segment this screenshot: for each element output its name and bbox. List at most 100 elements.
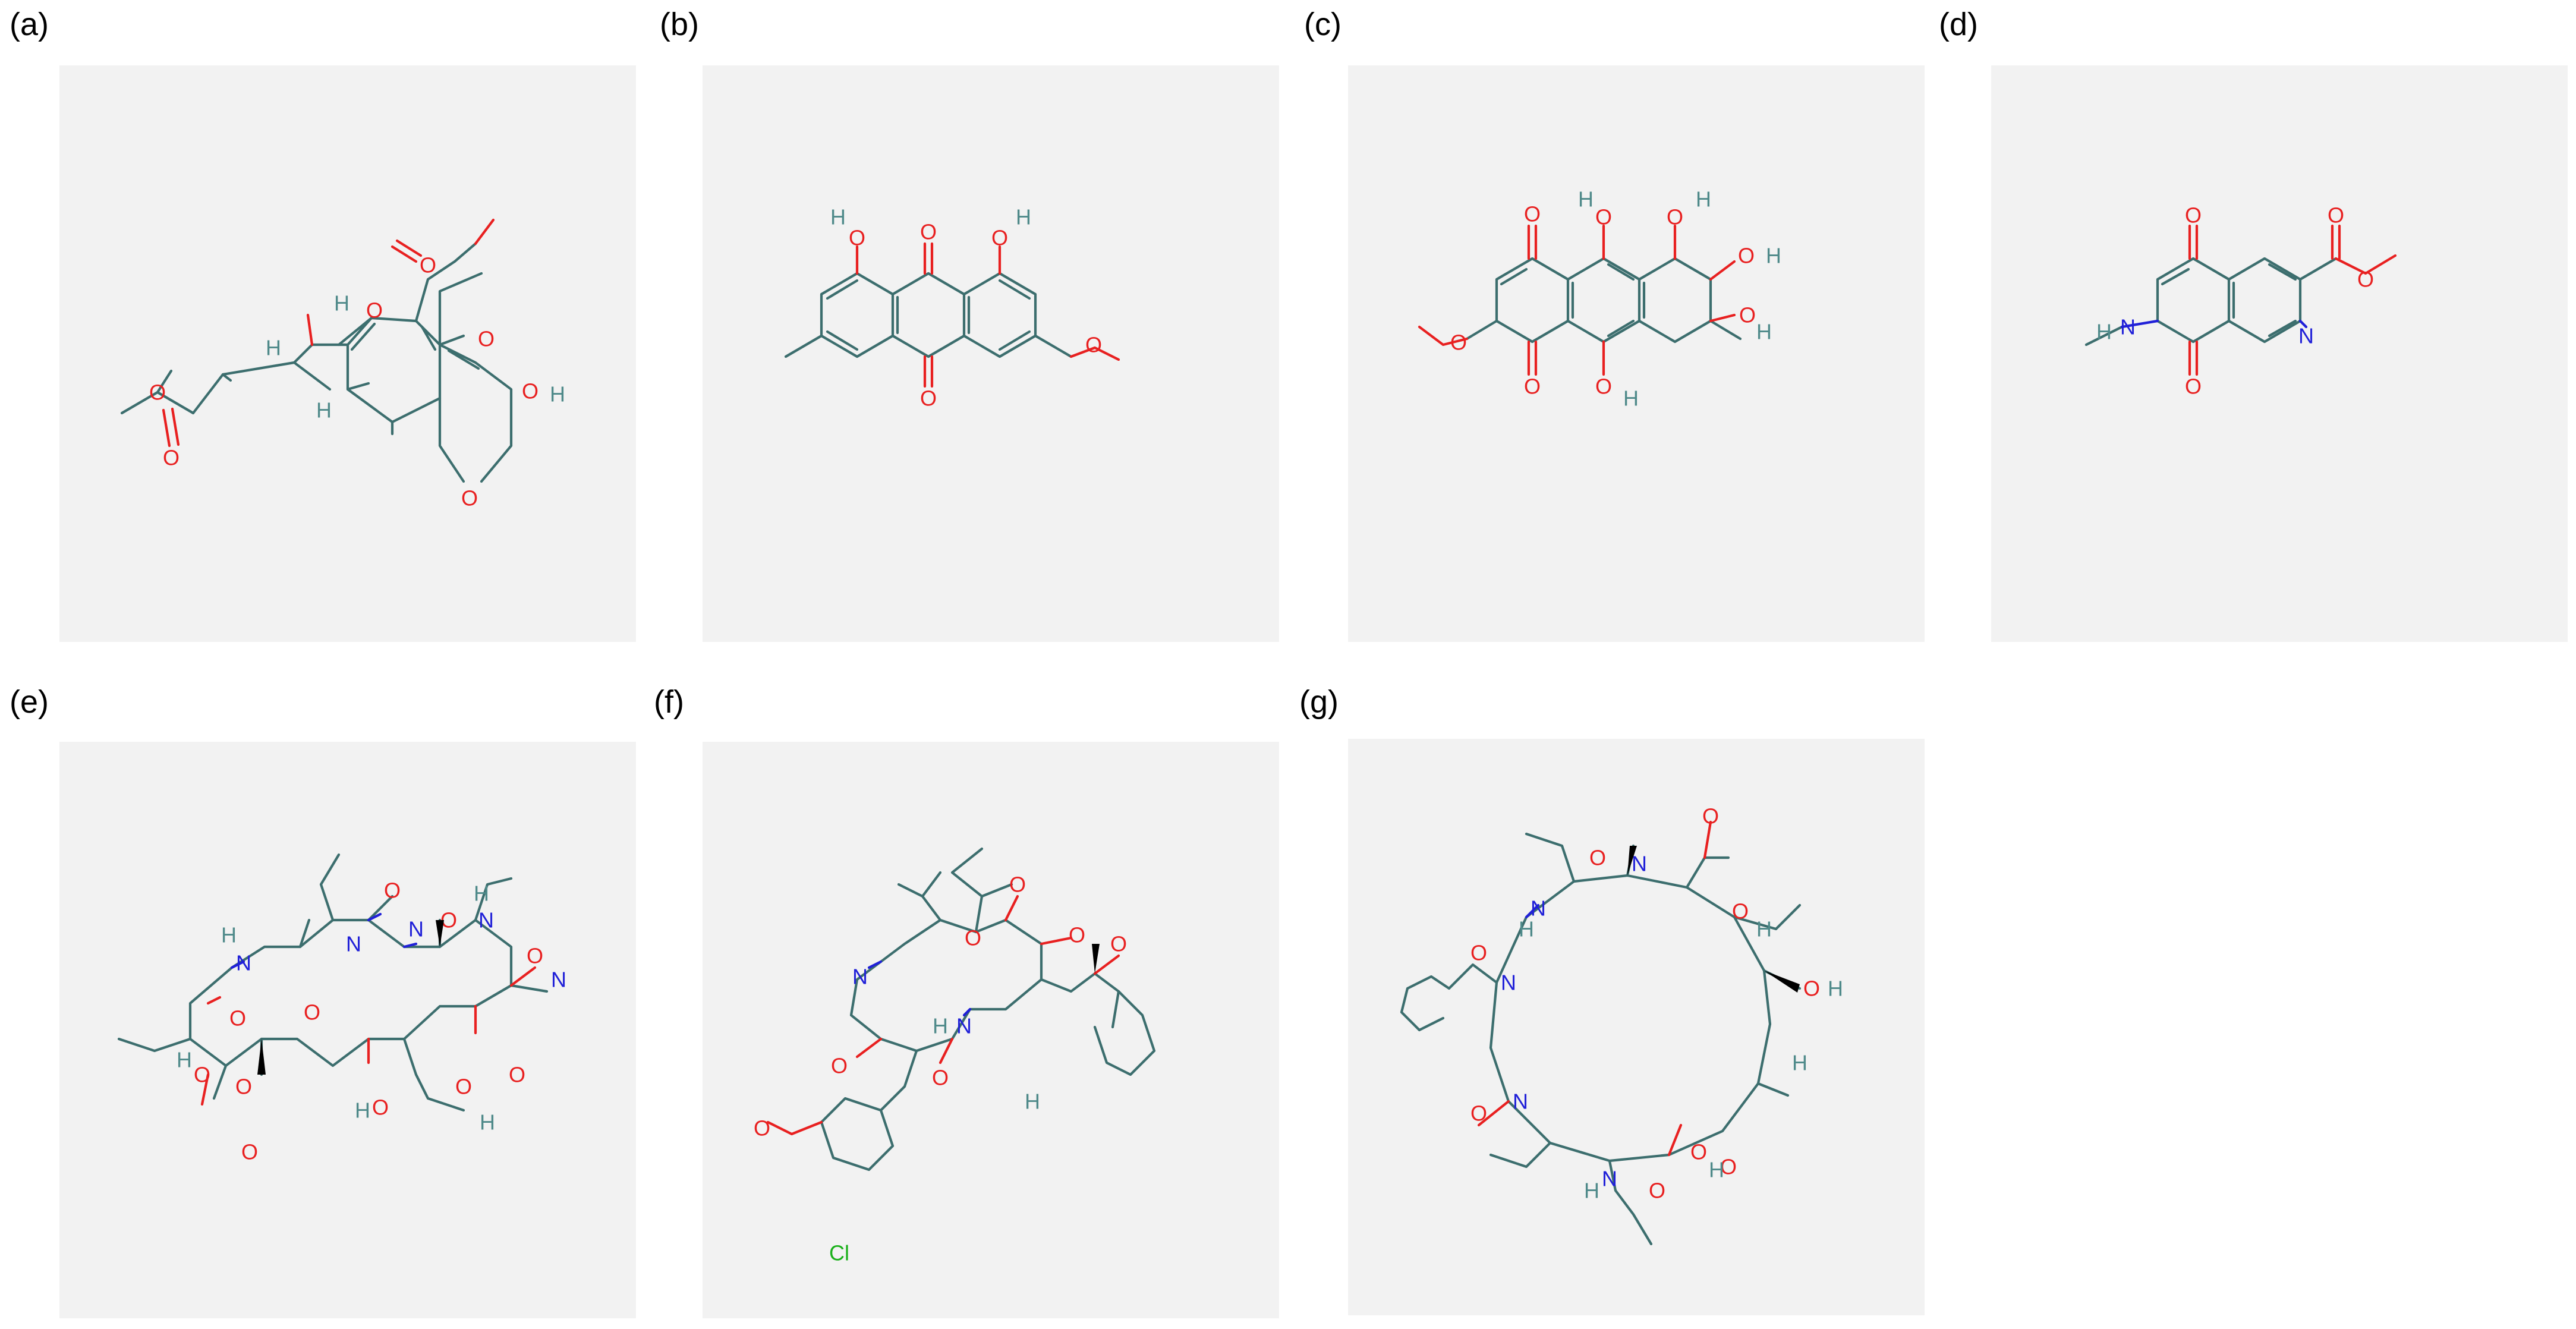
atom-oxygen: O xyxy=(1649,1179,1665,1203)
atom-hydrogen: H xyxy=(221,923,237,947)
atom-oxygen: O xyxy=(2185,374,2202,399)
stereo-wedge xyxy=(1092,944,1100,974)
panel-label-b: (b) xyxy=(660,7,699,42)
atom-hydrogen: H xyxy=(1756,917,1772,941)
atom-nitrogen: N xyxy=(1531,896,1546,921)
structure-f: O O O O N O N H O H O Cl xyxy=(754,847,1156,1265)
atom-oxygen: O xyxy=(509,1063,525,1087)
atom-hydrogen: H xyxy=(550,382,565,407)
atom-oxygen: O xyxy=(1009,873,1026,897)
atom-oxygen: O xyxy=(1667,205,1683,229)
atom-oxygen: O xyxy=(1470,1101,1487,1126)
panel-label-c: (c) xyxy=(1304,7,1341,42)
atom-oxygen: O xyxy=(522,379,538,404)
atom-oxygen: O xyxy=(194,1063,210,1087)
atom-hydrogen: H xyxy=(355,1098,370,1123)
structure-b: O O O H O H O xyxy=(784,205,1120,411)
atom-hydrogen: H xyxy=(266,336,281,360)
structure-g: N O N O O H O H H O O H N O H N O N O H xyxy=(1400,804,1843,1246)
atom-hydrogen: H xyxy=(1828,977,1843,1001)
atom-hydrogen: H xyxy=(1584,1179,1599,1203)
atom-oxygen: O xyxy=(965,926,981,950)
atom-nitrogen: N xyxy=(551,968,566,992)
atom-hydrogen: H xyxy=(480,1110,495,1135)
atom-nitrogen: N xyxy=(1513,1089,1528,1114)
atom-oxygen: O xyxy=(1470,941,1487,965)
atom-oxygen: O xyxy=(1690,1140,1707,1164)
stereo-wedge xyxy=(1764,971,1800,993)
atom-nitrogen: N xyxy=(478,908,494,933)
atom-hydrogen: H xyxy=(1709,1158,1724,1182)
structure-d: O O O O N N H xyxy=(2084,203,2397,399)
atom-oxygen: O xyxy=(2185,203,2202,228)
atom-oxygen: O xyxy=(1069,923,1085,947)
atom-oxygen: O xyxy=(1738,244,1755,268)
atom-oxygen: O xyxy=(1732,899,1749,924)
atom-oxygen: O xyxy=(1595,205,1612,229)
atom-nitrogen: N xyxy=(346,932,361,956)
atom-oxygen: O xyxy=(1803,977,1820,1001)
stereo-wedge xyxy=(1627,846,1637,875)
atom-oxygen: O xyxy=(2328,203,2344,228)
atom-hydrogen: H xyxy=(316,398,332,423)
atom-hydrogen: H xyxy=(334,291,349,316)
atom-oxygen: O xyxy=(1450,330,1467,355)
atom-hydrogen: H xyxy=(1519,917,1534,941)
atom-hydrogen: H xyxy=(1792,1051,1807,1075)
atom-oxygen: O xyxy=(1720,1155,1737,1179)
atom-oxygen: O xyxy=(1739,303,1756,327)
atom-hydrogen: H xyxy=(933,1014,948,1038)
panel-label-f: (f) xyxy=(654,684,684,720)
atom-oxygen: O xyxy=(304,1000,320,1025)
stereo-wedge xyxy=(436,920,444,947)
panel-label-a: (a) xyxy=(10,7,49,42)
atom-oxygen: O xyxy=(478,327,495,351)
atom-oxygen: O xyxy=(366,298,383,323)
atom-oxygen: O xyxy=(384,878,401,903)
atom-oxygen: O xyxy=(461,486,478,511)
atom-oxygen: O xyxy=(831,1054,848,1078)
atom-hydrogen: H xyxy=(177,1048,192,1072)
atom-oxygen: O xyxy=(527,944,543,968)
atom-oxygen: O xyxy=(229,1006,246,1031)
structure-a: O O H H H O O O O H O xyxy=(120,218,565,511)
atom-hydrogen: H xyxy=(1578,187,1594,212)
atom-oxygen: O xyxy=(920,386,937,411)
atom-oxygen: O xyxy=(455,1075,472,1099)
atom-nitrogen: N xyxy=(1632,852,1647,876)
atom-oxygen: O xyxy=(420,253,436,278)
atom-hydrogen: H xyxy=(1025,1089,1040,1114)
atom-hydrogen: H xyxy=(1696,187,1711,212)
atom-oxygen: O xyxy=(1524,374,1541,399)
atom-oxygen: O xyxy=(932,1066,949,1090)
structure-frame-f: O O O O N O N H O H O Cl xyxy=(703,742,1279,1318)
structure-e: N H N N N H N O O O O O H O O O H O O O … xyxy=(117,853,566,1164)
atom-chlorine: Cl xyxy=(829,1241,849,1265)
atom-hydrogen: H xyxy=(2096,320,2112,344)
atom-oxygen: O xyxy=(149,380,166,405)
atom-oxygen: O xyxy=(754,1116,770,1141)
atom-nitrogen: N xyxy=(408,917,424,941)
atom-nitrogen: N xyxy=(852,965,868,989)
atom-nitrogen: N xyxy=(956,1014,972,1038)
atom-oxygen: O xyxy=(1595,374,1612,399)
structure-frame-e: N H N N N H N O O O O O H O O O H O O O … xyxy=(59,742,636,1318)
atom-oxygen: O xyxy=(1110,932,1127,956)
atom-hydrogen: H xyxy=(1756,320,1772,344)
panel-label-g: (g) xyxy=(1299,684,1339,720)
structure-frame-a: O O H H H O O O O H O xyxy=(59,65,636,642)
atom-oxygen: O xyxy=(235,1075,252,1099)
panel-label-e: (e) xyxy=(10,684,49,720)
structure-c: O O O H O H O H O H O H O xyxy=(1418,187,1781,411)
atom-oxygen: O xyxy=(241,1140,258,1164)
structure-frame-b: O O O H O H O xyxy=(703,65,1279,642)
atom-oxygen: O xyxy=(849,226,865,250)
atom-oxygen: O xyxy=(1524,202,1541,226)
atom-oxygen: O xyxy=(163,446,179,470)
atom-oxygen: O xyxy=(372,1095,389,1120)
atom-oxygen: O xyxy=(2357,267,2374,292)
panel-label-d: (d) xyxy=(1939,7,1978,42)
atom-oxygen: O xyxy=(1702,804,1719,829)
atom-hydrogen: H xyxy=(1766,244,1781,268)
atom-nitrogen: N xyxy=(236,951,251,975)
